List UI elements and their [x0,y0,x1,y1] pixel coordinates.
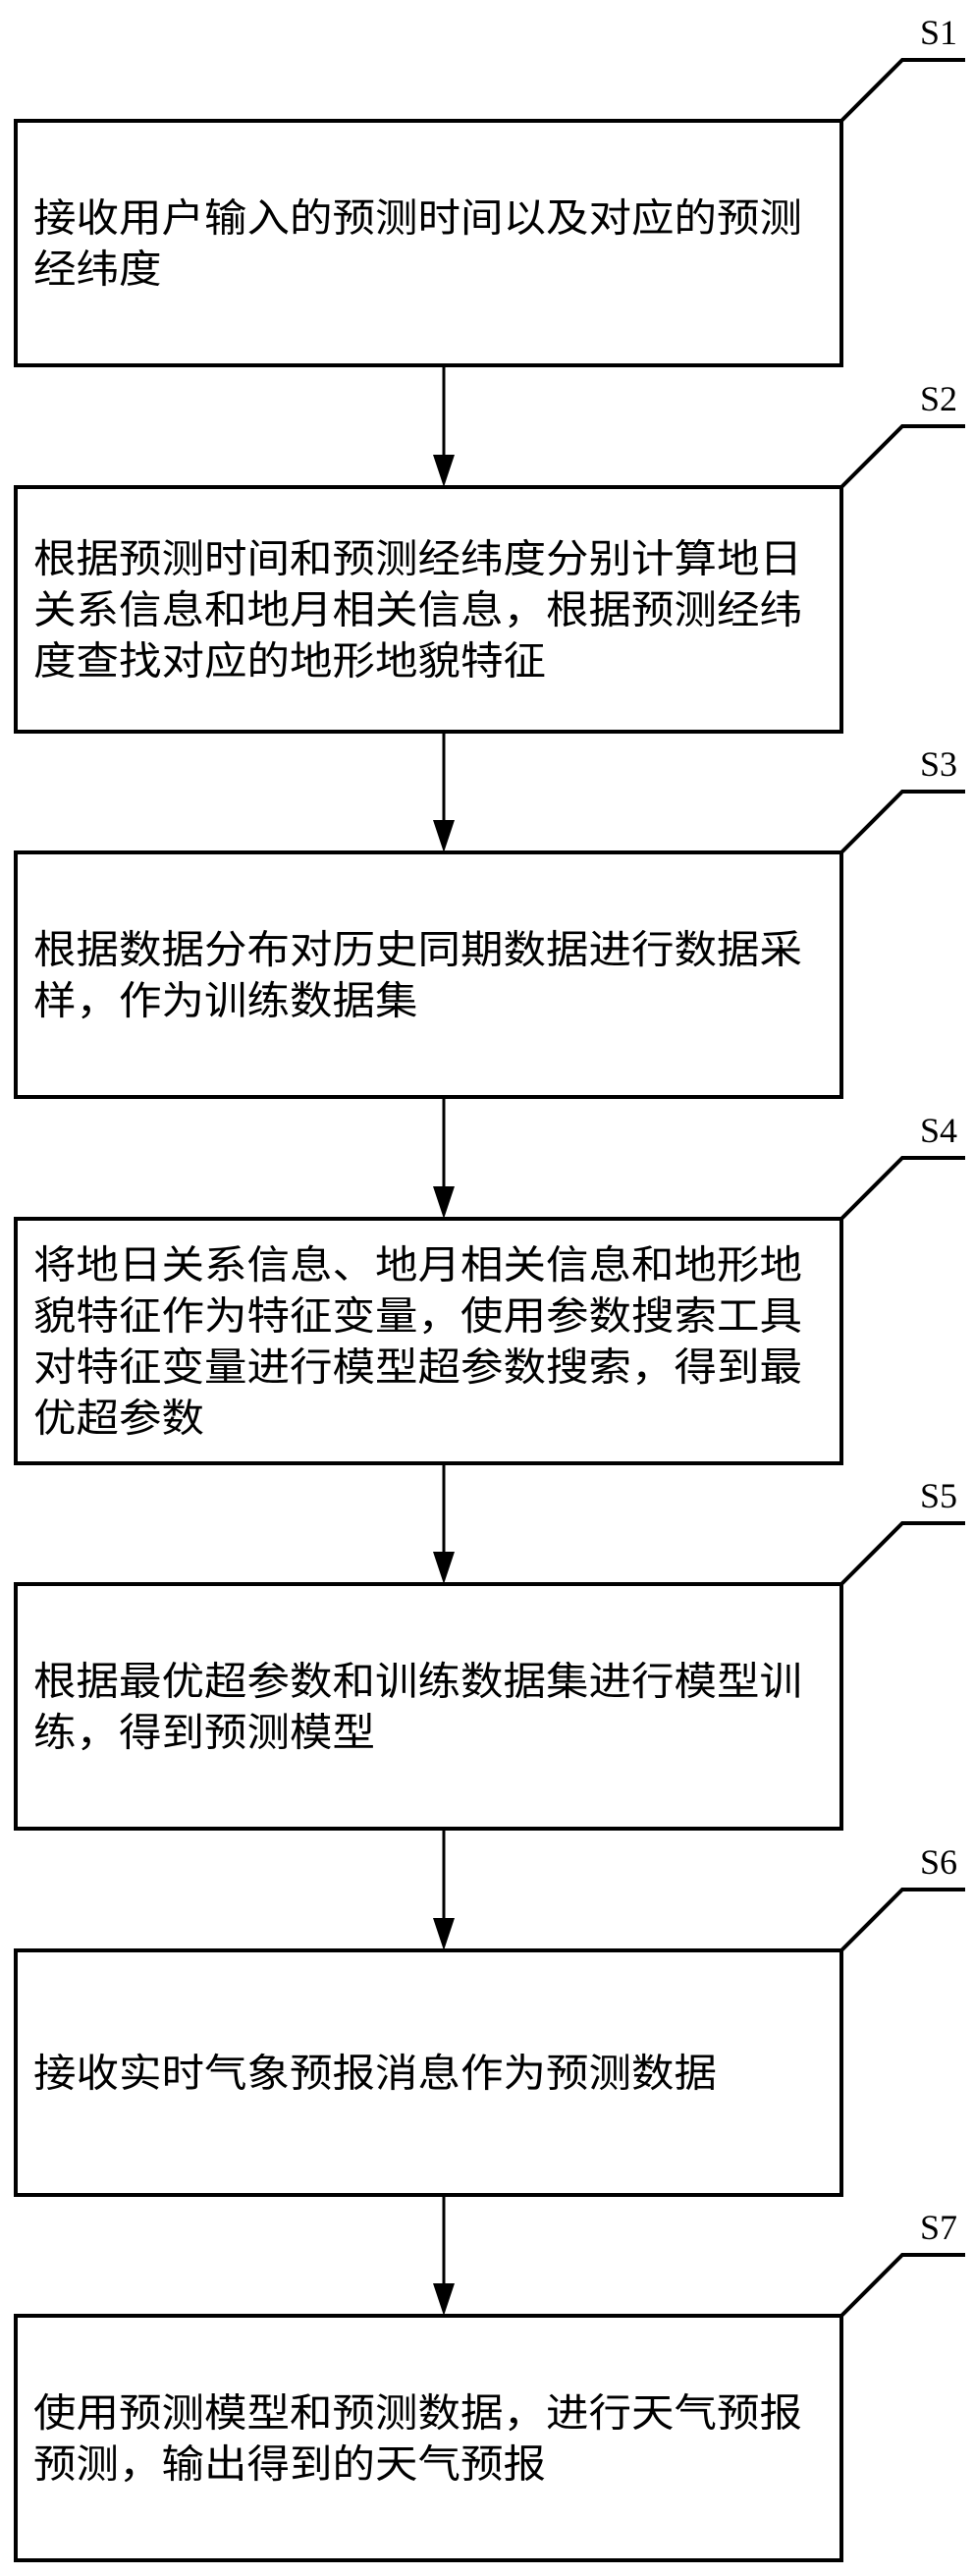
step-leader-line [839,1521,965,1586]
step-label-s6: S6 [920,1842,957,1882]
step-box-s3 [14,850,843,1099]
step-text-line: 接收实时气象预报消息作为预测数据 [33,2052,717,2097]
step-text-line: 根据数据分布对历史同期数据进行数据采 [33,928,802,973]
arrow-head-icon [433,1552,455,1584]
step-leader-line [839,1888,965,1952]
step-label-s2: S2 [920,379,957,418]
step-text-line: 度查找对应的地形地貌特征 [33,639,546,685]
step-text-line: 将地日关系信息、地月相关信息和地形地 [33,1243,802,1288]
step-text-line: 练，得到预测模型 [33,1711,375,1756]
step-text-line: 优超参数 [33,1397,204,1442]
step-text-line: 根据预测时间和预测经纬度分别计算地日 [33,537,802,582]
step-label-s3: S3 [920,744,957,784]
step-text-line: 样，作为训练数据集 [33,979,418,1024]
arrow-head-icon [433,455,455,487]
step-text-line: 关系信息和地月相关信息，根据预测经纬 [33,588,802,633]
step-text-line: 根据最优超参数和训练数据集进行模型训 [33,1660,802,1705]
arrow-head-icon [433,2283,455,2316]
step-label-s7: S7 [920,2208,957,2247]
step-box-s2 [14,485,843,734]
step-text-line: 接收用户输入的预测时间以及对应的预测 [33,196,802,242]
step-label-s1: S1 [920,13,957,52]
step-text-line: 貌特征作为特征变量，使用参数搜索工具 [33,1294,802,1340]
step-box-s1 [14,119,843,367]
arrow-head-icon [433,820,455,852]
step-box-s5 [14,1582,843,1831]
step-leader-line [839,58,965,123]
arrow-head-icon [433,1186,455,1219]
step-box-s6 [14,1948,843,2197]
step-leader-line [839,790,965,854]
step-text-line: 经纬度 [33,247,162,293]
step-label-s4: S4 [920,1111,957,1150]
arrow-head-icon [433,1918,455,1950]
step-leader-line [839,1156,965,1221]
step-box-s4 [14,1217,843,1465]
step-box-s7 [14,2314,843,2562]
step-text-line: 对特征变量进行模型超参数搜索，得到最 [33,1345,802,1391]
step-label-s5: S5 [920,1476,957,1515]
step-text-line: 使用预测模型和预测数据，进行天气预报 [33,2391,802,2437]
step-leader-line [839,2253,965,2318]
step-leader-line [839,424,965,489]
step-text-line: 预测，输出得到的天气预报 [33,2442,546,2488]
